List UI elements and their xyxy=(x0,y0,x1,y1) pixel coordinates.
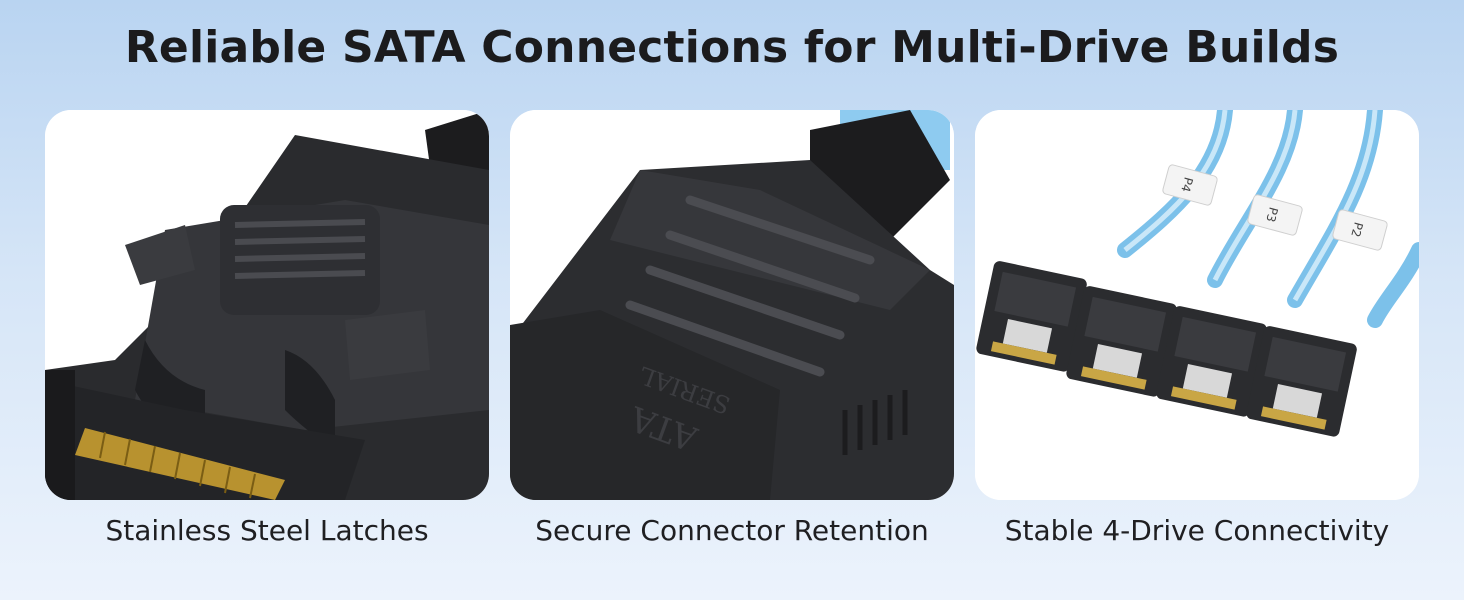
housing-closeup-image: ATA SERIAL xyxy=(510,110,954,500)
sata-connectors xyxy=(976,261,1357,437)
latch-closeup-image xyxy=(45,110,489,500)
label-p4: P4 xyxy=(1178,176,1195,194)
four-cable-harness-image: P4 P3 P2 xyxy=(975,110,1419,500)
page-title: Reliable SATA Connections for Multi-Driv… xyxy=(124,22,1340,73)
label-p2: P2 xyxy=(1348,221,1365,239)
caption-connectivity: Stable 4-Drive Connectivity xyxy=(1004,514,1390,547)
caption-latches: Stainless Steel Latches xyxy=(105,514,429,547)
caption-retention: Secure Connector Retention xyxy=(535,514,929,547)
label-p3: P3 xyxy=(1263,206,1280,224)
